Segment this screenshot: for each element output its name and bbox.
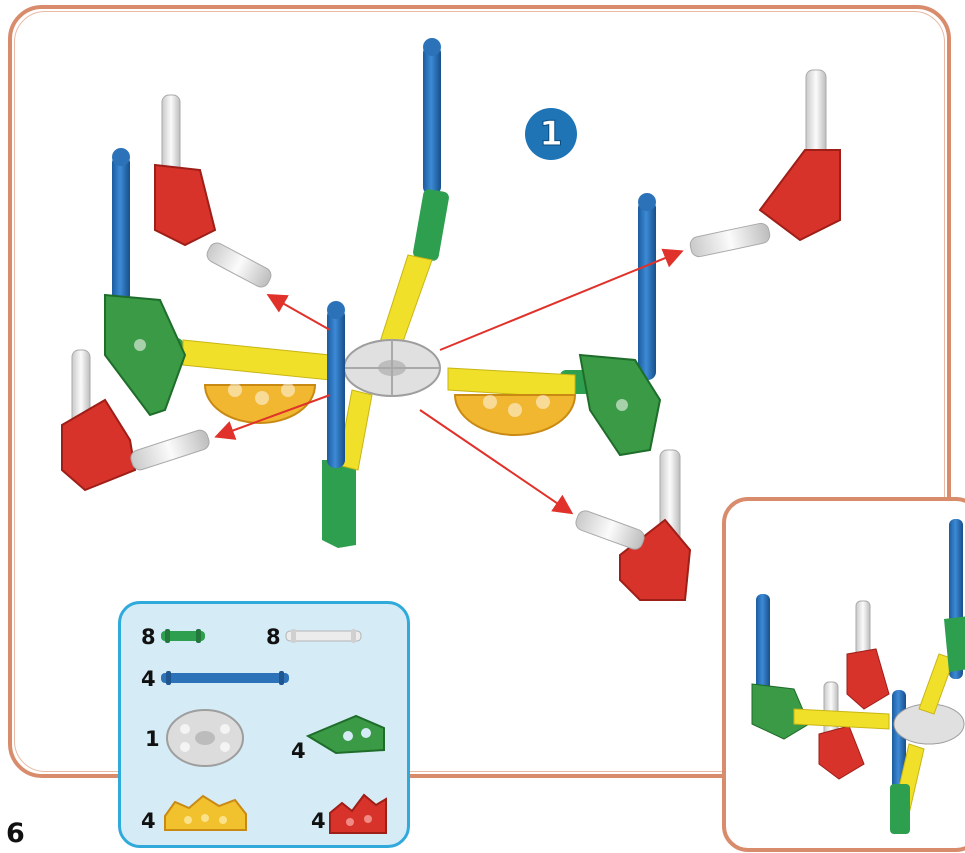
green-half-hub-icon xyxy=(306,710,386,755)
part-quantity: 1 xyxy=(145,727,160,751)
green-connector-icon xyxy=(161,629,205,643)
blue-rod-back xyxy=(423,45,441,195)
part-quantity: 4 xyxy=(291,739,306,763)
part-quantity: 8 xyxy=(266,625,281,649)
parts-list-box: 8 8 4 1 4 4 4 xyxy=(118,601,410,848)
blue-rod-right xyxy=(638,200,656,380)
step-number-badge: 1 xyxy=(525,108,577,160)
yellow-half-hub-icon xyxy=(163,792,248,834)
part-quantity: 4 xyxy=(311,809,326,833)
step-number: 1 xyxy=(539,114,563,154)
preview-illustration xyxy=(726,501,965,852)
part-quantity: 4 xyxy=(141,667,156,691)
blue-rod-icon xyxy=(161,671,289,685)
white-center-hub xyxy=(327,301,440,468)
part-quantity: 4 xyxy=(141,809,156,833)
white-connector-icon xyxy=(286,629,361,643)
completed-preview-inset xyxy=(722,497,965,852)
part-quantity: 8 xyxy=(141,625,156,649)
blue-rod-front xyxy=(327,308,345,468)
red-quarter-hub-icon xyxy=(328,789,388,835)
white-8-way-hub-icon xyxy=(163,705,247,771)
page-number: 6 xyxy=(6,818,25,849)
